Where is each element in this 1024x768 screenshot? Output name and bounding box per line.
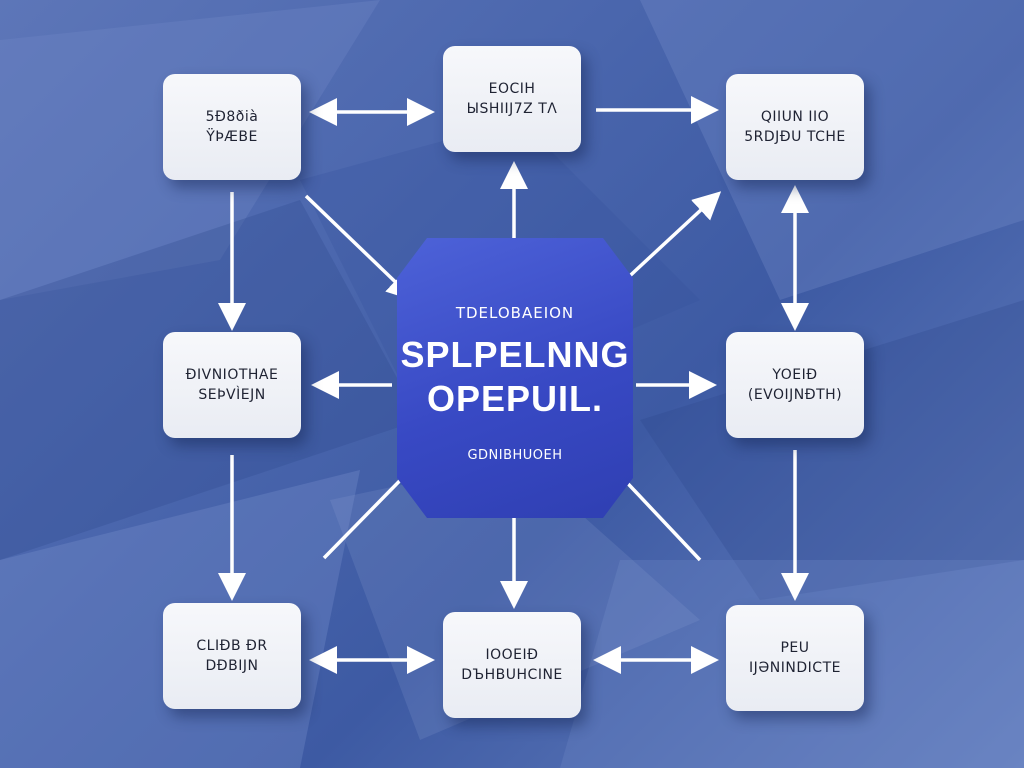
node-label: ÐIVNIOTHAE bbox=[185, 367, 279, 383]
connector-topleft-hub bbox=[304, 194, 416, 301]
node-label: QIIUN IIO bbox=[760, 109, 830, 125]
node-sublabel: DÐBIJN bbox=[205, 658, 259, 674]
node-sublabel: ЫSHIIJ7Z TΛ bbox=[466, 101, 558, 117]
node-sublabel: (EVOIJNÐTH) bbox=[747, 387, 843, 403]
node-sublabel: DЪHBUHCINE bbox=[461, 667, 563, 683]
node-sublabel: 5RDJÐU TCHE bbox=[744, 129, 846, 145]
hub-footer: GDNIBHUOEH bbox=[467, 448, 563, 463]
node-top-right: QIIUN IIO 5RDJÐU TCHE bbox=[726, 74, 864, 180]
node-label: 5Ð8ðià bbox=[205, 109, 259, 125]
node-top-center: EOCIH ЫSHIIJ7Z TΛ bbox=[443, 46, 581, 152]
hub-title-line2: OPEPUIL. bbox=[426, 378, 604, 419]
central-hub-node: TDELOBAEION SPLPELNNG OPEPUIL. GDNIBHUOE… bbox=[397, 238, 633, 518]
node-label: CLIÐB ÐR bbox=[196, 638, 268, 654]
node-sublabel: IJƏNINDICTE bbox=[749, 660, 841, 676]
hub-title-line1: SPLPELNNG bbox=[400, 334, 630, 375]
bg-facet bbox=[640, 300, 1024, 600]
hub-subtitle: TDELOBAEION bbox=[455, 304, 575, 322]
node-top-left: 5Ð8ðià ŸÞÆBE bbox=[163, 74, 301, 180]
node-label: PEU bbox=[780, 640, 810, 656]
node-label: IOOEIÐ bbox=[485, 647, 539, 663]
node-sublabel: SEÞVÌEJN bbox=[198, 387, 266, 403]
node-bottom-center: IOOEIÐ DЪHBUHCINE bbox=[443, 612, 581, 718]
node-mid-right: YOEIÐ (EVOIJNÐTH) bbox=[726, 332, 864, 438]
node-label: YOEIÐ bbox=[772, 367, 818, 383]
node-mid-left: ÐIVNIOTHAE SEÞVÌEJN bbox=[163, 332, 301, 438]
node-sublabel: ŸÞÆBE bbox=[206, 129, 258, 145]
node-bottom-left: CLIÐB ÐR DÐBIJN bbox=[163, 603, 301, 709]
node-bottom-right: PEU IJƏNINDICTE bbox=[726, 605, 864, 711]
node-label: EOCIH bbox=[488, 81, 536, 97]
